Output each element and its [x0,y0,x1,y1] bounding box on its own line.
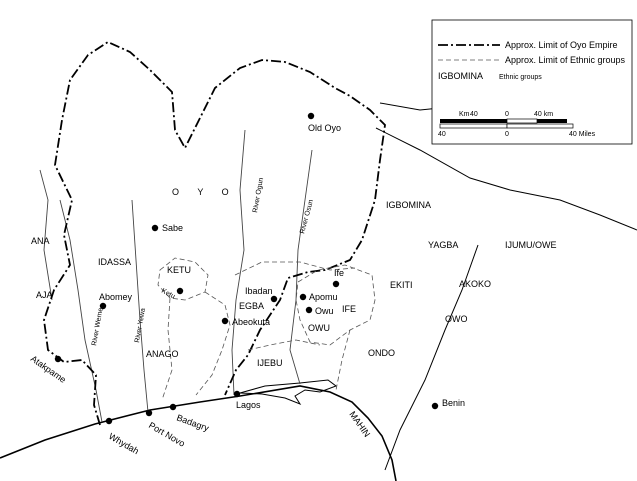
city-dot-owu [305,306,313,314]
ethnic-label-anago: ANAGO [146,349,179,359]
city-label-atakpame: Atakpame [29,353,68,384]
ethnic-label-oyo: O Y O [172,187,237,197]
river-misc-west [39,169,53,301]
city-label-benin: Benin [442,398,465,408]
scale-km-mid: 0 [505,111,509,118]
scale-km-label: Km [459,111,470,118]
city-dot-abomey [99,302,107,310]
city-dot-abeokuta [221,317,229,325]
river-yewa-line [131,199,149,413]
ethnic-label-ife: IFE [342,304,356,314]
city-dot-ketu [176,287,184,295]
scale-bar: Km 40 0 40 km 40 0 40 Miles [438,111,596,138]
city-dot-sabe [151,224,159,232]
city-dot-ibadan [270,295,278,303]
city-label-abeokuta: Abeokuta [232,317,270,327]
ethnic-label-owu: OWU [308,323,330,333]
ethnic-label-owo: OWO [445,314,468,324]
lagoon [239,379,338,406]
city-label-old-oyo: Old Oyo [308,123,341,133]
oyo-empire-boundary [43,40,386,426]
city-label-port-novo: Port Novo [147,420,187,449]
legend-ethnic-sample: IGBOMINA [438,71,483,81]
ethnic-boundary-ondo-west [335,329,351,391]
scale-mi-right: 40 Miles [569,131,596,138]
river-weme-line [59,199,103,423]
city-label-badagry: Badagry [175,412,210,433]
city-dot-ife [332,280,340,288]
city-dot-whydah [105,417,113,425]
legend-ethnic-caption: Ethnic groups [499,74,542,81]
ethnic-boundary-ife [295,264,376,346]
scale-km-bar-a [440,119,507,123]
scale-mi-bar-b [506,123,574,129]
city-dot-port-novo [145,409,153,417]
ethnic-boundary-egba [195,291,231,396]
river-label-weme: River Weme [91,307,105,346]
city-dot-apomu [299,293,307,301]
ethnic-label-egba: EGBA [239,301,264,311]
city-dot-benin [431,402,439,410]
scale-mi-mid: 0 [505,131,509,138]
city-label-lagos: Lagos [236,400,261,410]
ethnic-label-ijebu: IJEBU [257,358,283,368]
city-label-whydah: Whydah [107,431,141,456]
legend-oyo-text: Approx. Limit of Oyo Empire [505,40,618,50]
ethnic-label-ketu: KETU [167,265,191,275]
ethnic-label-aja: AJA [36,290,53,300]
ethnic-label-mahin: MAHIN [347,409,372,438]
city-dot-old-oyo [307,112,315,120]
east-boundary [384,244,479,471]
scale-km-right: 40 km [534,111,553,118]
city-label-ibadan: Ibadan [245,286,273,296]
city-label-abomey: Abomey [99,292,133,302]
city-dot-lagos [233,390,241,398]
ethnic-label-akoko: AKOKO [459,279,491,289]
city-dot-atakpame [54,355,62,363]
ethnic-boundary-anago [161,297,173,401]
river-label-yewa: River Yewa [134,308,147,344]
ethnic-label-yagba: YAGBA [428,240,458,250]
ethnic-boundary-ijebu [247,339,321,351]
ethnic-label-ijumu-owe: IJUMU/OWE [505,240,557,250]
scale-km-left: 40 [470,111,478,118]
ethnic-label-igbomina: IGBOMINA [386,200,431,210]
city-label-apomu: Apomu [309,292,338,302]
scale-km-bar-b [506,118,538,124]
river-ogun-line [231,129,246,396]
river-osun-line [289,149,313,385]
ethnic-label-ondo: ONDO [368,348,395,358]
city-label-ife: Ife [334,268,344,278]
scale-mi-bar-a [439,123,508,129]
city-dot-badagry [169,403,177,411]
coastline [0,385,397,481]
city-label-ketu: Ketu [160,288,176,301]
ethnic-boundary-egba-north [234,261,356,276]
river-niger [375,127,637,231]
legend-ethnic-text: Approx. Limit of Ethnic groups [505,55,626,65]
city-label-sabe: Sabe [162,223,183,233]
ethnic-label-idassa: IDASSA [98,257,131,267]
city-label-owu: Owu [315,306,334,316]
river-label-osun: River Osun [299,199,315,235]
legend: Approx. Limit of Oyo Empire Approx. Limi… [431,19,633,145]
ethnic-label-ana: ANA [31,236,50,246]
scale-mi-left: 40 [438,131,446,138]
ethnic-label-ekiti: EKITI [390,280,413,290]
scale-km-bar-c [537,119,567,123]
river-label-ogun: River Ogun [252,177,265,213]
